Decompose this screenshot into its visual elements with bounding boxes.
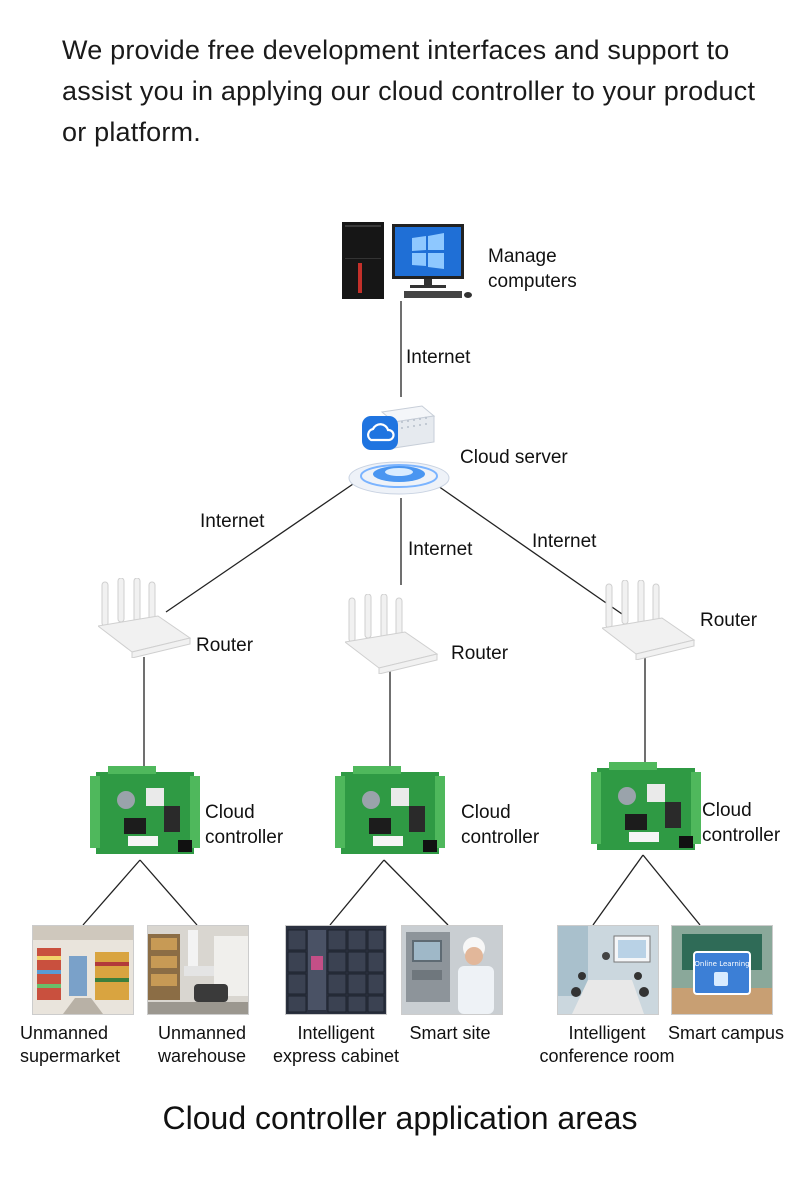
router-icon (602, 580, 696, 660)
cloud-server-icon (348, 405, 450, 495)
warehouse-photo (147, 925, 249, 1015)
locker-photo (285, 925, 387, 1015)
internet-label-left: Internet (200, 511, 265, 532)
router-label-left: Router (196, 635, 254, 656)
app-label-express-cabinet: Intelligent express cabinet (272, 1023, 400, 1066)
app-label-conference-room: Intelligent conference room (539, 1023, 675, 1066)
supermarket-photo (32, 925, 134, 1015)
conference-photo (557, 925, 659, 1015)
cloud-to-router-right-line (437, 485, 623, 615)
app-label-smart-site: Smart site (409, 1023, 491, 1043)
internet-label-top: Internet (406, 347, 471, 368)
controller-label-left: Cloud controller (205, 802, 284, 848)
controller-board-icon (335, 766, 445, 854)
ctrl3-app5-line (592, 854, 644, 926)
cloud-to-router-left-line (165, 481, 357, 613)
ctrl1-app2-line (139, 859, 198, 926)
controller-label-middle: Cloud controller (461, 802, 540, 848)
router-icon (345, 594, 439, 674)
router-label-right: Router (700, 610, 758, 631)
desktop-computer-icon (342, 222, 472, 299)
ctrl3-app6-line (642, 854, 701, 926)
controller-board-icon (90, 766, 200, 854)
controller-board-icon (591, 762, 701, 850)
router-icon (98, 578, 192, 658)
intro-text: We provide free development interfaces a… (62, 35, 756, 147)
internet-label-right: Internet (532, 531, 597, 552)
cloud-server-label: Cloud server (460, 447, 568, 468)
internet-label-middle: Internet (408, 539, 473, 560)
footer-title: Cloud controller application areas (162, 1100, 638, 1136)
ctrl2-app3-line (329, 859, 385, 926)
router-label-middle: Router (451, 643, 509, 664)
factory-photo (401, 925, 503, 1015)
ctrl2-app4-line (383, 859, 449, 926)
ctrl1-app1-line (82, 859, 141, 926)
manage-computers-label: Manage computers (488, 246, 577, 292)
app-label-smart-campus: Smart campus (667, 1023, 785, 1043)
app-label-warehouse: Unmanned warehouse (157, 1023, 247, 1066)
online-learning-text: Online Learning (694, 960, 749, 968)
classroom-photo: Online Learning (671, 925, 773, 1015)
app-label-supermarket: Unmanned supermarket (20, 1023, 121, 1066)
controller-label-right: Cloud controller (702, 800, 781, 846)
